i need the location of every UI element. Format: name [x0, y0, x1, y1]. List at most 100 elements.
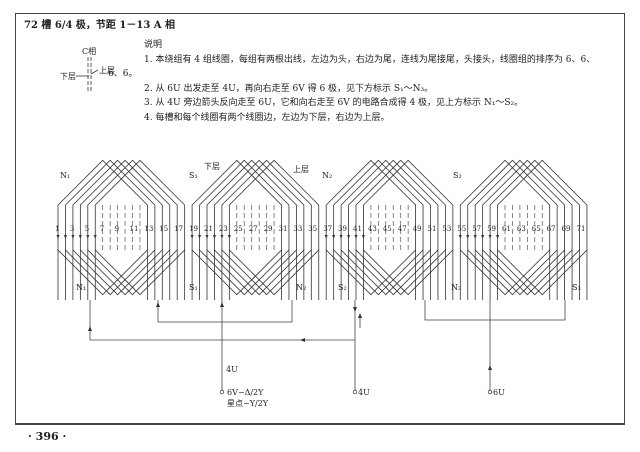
slot-number: 27	[249, 225, 258, 233]
coil-bottom	[228, 249, 320, 300]
coil-bottom	[489, 249, 580, 300]
coil	[57, 159, 148, 250]
coil-bottom	[94, 249, 186, 300]
terminal-6u[interactable]: 6U	[493, 388, 505, 397]
note-4: 4. 每槽和每个线圈有两个线圈边，左边为下层，右边为上层。	[144, 112, 390, 123]
coil-bottom	[206, 249, 297, 300]
coil	[94, 159, 186, 250]
coil-bottom	[474, 249, 565, 300]
slot-number: 57	[472, 225, 481, 233]
terminal-6v[interactable]: 6V−Δ/2Y	[227, 388, 264, 397]
coil-bottom	[340, 249, 431, 300]
bottom-label-2: S₁	[189, 283, 198, 292]
current-arrow	[212, 235, 216, 239]
slot-number: 37	[323, 225, 332, 233]
figure-title: 72 槽 6/4 极，节距 1－13 A 相	[24, 20, 176, 31]
current-arrow	[71, 235, 75, 239]
top-label-3: N₂	[322, 171, 332, 180]
slot-number: 35	[308, 225, 317, 233]
coil-bottom	[87, 249, 178, 300]
coil	[87, 159, 178, 250]
current-arrow	[473, 235, 477, 239]
current-arrow	[488, 235, 492, 239]
slot-number: 25	[234, 225, 243, 233]
coil	[228, 159, 320, 250]
slot-number: 53	[442, 225, 451, 233]
coil-bottom	[459, 249, 551, 300]
bottom-label-5: N₃	[451, 283, 461, 292]
current-arrow	[361, 235, 365, 239]
notes: 说明 1. 本绕组有 4 组线圈，每组有两根出线，左边为头，右边为尾，连线为尾接…	[108, 38, 600, 125]
coil-bottom	[467, 249, 558, 300]
top-label-1: N₁	[60, 171, 70, 180]
slot-number: 17	[174, 225, 183, 233]
coil	[72, 159, 163, 250]
current-arrow	[227, 235, 231, 239]
coil-bottom	[482, 249, 573, 300]
current-arrow	[324, 235, 328, 239]
slot-number: 13	[144, 225, 153, 233]
page-frame	[15, 13, 625, 425]
coil-bottom	[214, 249, 305, 300]
coil-bottom	[191, 249, 282, 300]
arrows	[88, 302, 492, 370]
note-1-cont: 6、6。	[108, 69, 138, 79]
coil	[482, 159, 573, 250]
coil	[191, 159, 282, 250]
slot-number: 21	[204, 225, 213, 233]
slot-number: 69	[562, 225, 571, 233]
slot-number: 15	[159, 225, 168, 233]
coil	[65, 159, 156, 250]
coil	[340, 159, 431, 250]
bottom-label-6: S₃	[572, 283, 581, 292]
coil-groups	[56, 159, 588, 300]
coil-bottom	[325, 249, 417, 300]
legend-upper: 上层	[99, 66, 115, 75]
page-number: · 396 ·	[28, 430, 67, 443]
slot-number: 29	[264, 225, 273, 233]
current-arrow	[354, 235, 358, 239]
coil	[348, 159, 439, 250]
coil-bottom	[57, 249, 148, 300]
coil	[474, 159, 565, 250]
slot-number: 63	[517, 225, 526, 233]
slot-number: 11	[130, 225, 139, 233]
top-label-2: S₁	[189, 171, 198, 180]
coil-bottom	[333, 249, 424, 300]
slot-number: 65	[532, 225, 541, 233]
coil-bottom	[199, 249, 290, 300]
coil	[199, 159, 290, 250]
coil-bottom	[72, 249, 163, 300]
note-3: 3. 从 4U 旁边箭头反向走至 6U，它和向右走至 6V 的电路合成得 4 极…	[144, 98, 524, 108]
current-arrow	[205, 235, 209, 239]
layer-upper-label: 上层	[293, 165, 309, 174]
coil-bottom	[221, 249, 312, 300]
legend-phase: C相	[82, 46, 96, 56]
current-arrow	[466, 235, 470, 239]
current-arrow	[496, 235, 500, 239]
slot-number: 5	[85, 225, 89, 233]
coil	[214, 159, 305, 250]
current-arrow	[198, 235, 202, 239]
current-arrow	[458, 235, 462, 239]
pole-labels: N₁ S₁ N₂ S₂ N₁ S₁ N₂ S₂ N₃ S₃ 下层 上层	[60, 162, 581, 292]
current-arrow	[86, 235, 90, 239]
legend-lower: 下层	[60, 72, 76, 81]
current-arrow	[332, 235, 336, 239]
coil	[206, 159, 297, 250]
bottom-label-3: N₂	[296, 283, 306, 292]
bottom-label-1: N₁	[76, 283, 86, 292]
terminal-4u[interactable]: 4U	[358, 388, 370, 397]
slot-number: 41	[353, 225, 362, 233]
slot-number: 19	[189, 225, 198, 233]
coil	[79, 159, 171, 250]
slot-number: 39	[338, 225, 347, 233]
current-arrow	[347, 235, 351, 239]
coil	[355, 159, 446, 250]
current-arrow	[481, 235, 485, 239]
coil	[333, 159, 424, 250]
slot-number: 7	[100, 225, 104, 233]
note-1: 1. 本绕组有 4 组线圈，每组有两根出线，左边为头，右边为尾，连线为尾接尾，头…	[144, 54, 596, 65]
